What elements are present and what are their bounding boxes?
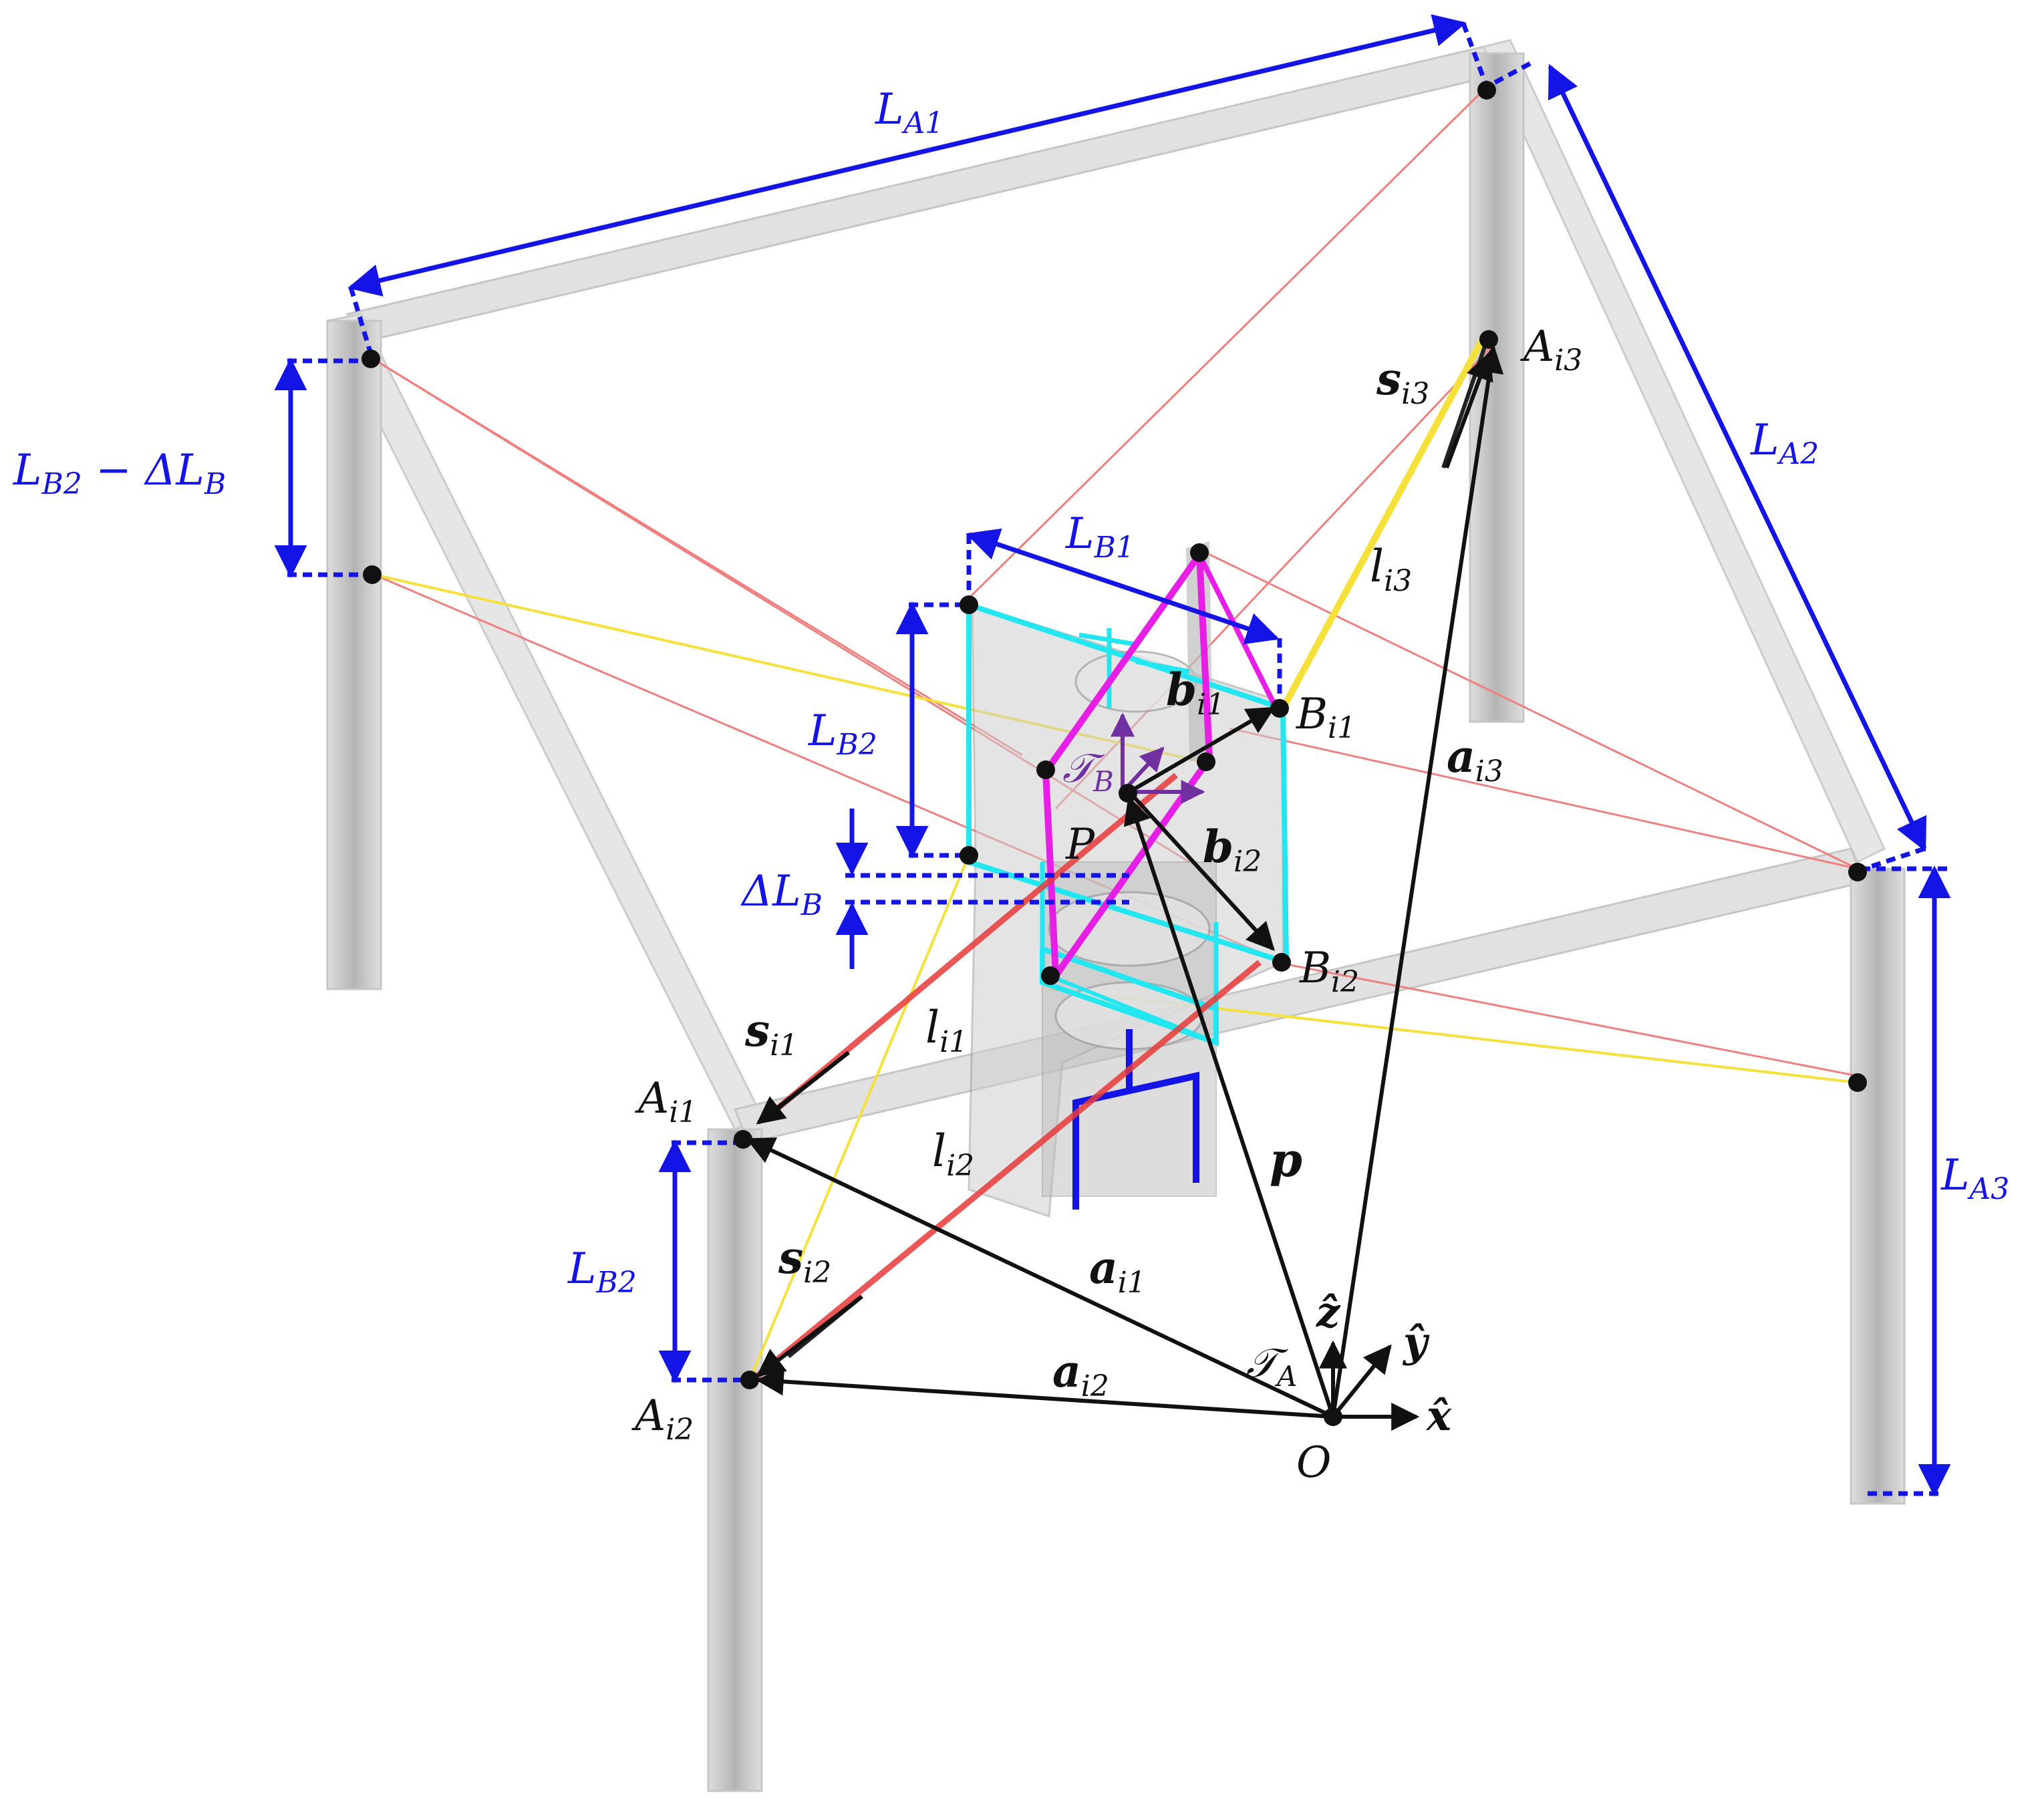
- label-vector-b-i2: bi2: [1203, 821, 1262, 879]
- point-platform: [960, 846, 978, 865]
- points: [361, 81, 1867, 1426]
- label-point-b-i1: Bi1: [1296, 690, 1356, 745]
- axis-y: [1331, 1344, 1392, 1418]
- la1-dimension: [347, 14, 1467, 297]
- label-vector-s-i2: si2: [778, 1232, 831, 1290]
- leg-back-left: [326, 319, 382, 990]
- leg-front-right: [1850, 867, 1906, 1505]
- label-la3: LA3: [1940, 1151, 2009, 1206]
- label-vector-a-i3: ai3: [1447, 730, 1503, 789]
- label-delta-lb: ΔLB: [740, 867, 823, 922]
- vector-a-i1: [746, 1137, 1334, 1419]
- dimensions: [274, 14, 1951, 1497]
- la1-extension: [348, 286, 374, 356]
- label-axis-y: ŷ: [1402, 1318, 1430, 1367]
- vector-p: [1123, 796, 1335, 1417]
- label-frame-tb: 𝒯B: [1062, 745, 1114, 798]
- vector-b-i1: [1128, 706, 1276, 794]
- label-la2: LA2: [1750, 416, 1819, 471]
- cable-yellow: [747, 855, 970, 1384]
- label-origin: O: [1296, 1438, 1331, 1488]
- cable-li2: [746, 960, 1262, 1386]
- label-vector-b-i1: bi1: [1166, 664, 1225, 722]
- point-mid-front-right: [1848, 1073, 1867, 1092]
- point-top-back-left: [361, 350, 380, 368]
- platform-disc: [1048, 891, 1211, 967]
- cable-red: [1229, 727, 1858, 870]
- label-la1: LA1: [875, 85, 943, 140]
- vector-s-i1: [756, 1051, 850, 1125]
- vector-s-i3: [1445, 352, 1493, 469]
- label-lb2-platform: LB2: [808, 706, 877, 762]
- vector-a-i3: [1331, 344, 1504, 1417]
- top-beam-front: [733, 847, 1866, 1144]
- gripper: [1072, 1071, 1199, 1210]
- label-point-p: P: [1065, 820, 1095, 869]
- label-point-a-i2: Ai2: [631, 1391, 694, 1447]
- label-lb2-minus-delta: LB2 − ΔLB: [13, 446, 226, 501]
- point-platform: [1036, 760, 1055, 779]
- point-b-i2: [1272, 953, 1291, 972]
- point-platform: [1197, 752, 1215, 771]
- top-beam-back: [345, 45, 1505, 342]
- point-top-back-right: [1477, 81, 1496, 100]
- end-effector: [966, 541, 1290, 1218]
- point-top-front-right: [1848, 863, 1867, 881]
- top-beam-right: [1481, 39, 1886, 864]
- label-lb2-left: LB2: [567, 1244, 637, 1300]
- point-b-i1: [1270, 699, 1289, 718]
- label-point-b-i2: Bi2: [1299, 944, 1359, 999]
- point-a-i3: [1479, 330, 1498, 349]
- platform-frame-cyan: [1135, 659, 1190, 674]
- leg-back-right: [1469, 52, 1525, 723]
- label-frame-ta: 𝒯A: [1246, 1340, 1297, 1393]
- point-platform: [1190, 543, 1209, 562]
- point-platform: [960, 595, 978, 614]
- cable-li3: [1280, 335, 1487, 710]
- label-cable-l-i1: li1: [925, 1002, 968, 1059]
- label-point-a-i3: Ai3: [1520, 322, 1582, 378]
- point-a-i1: [734, 1130, 752, 1149]
- label-vector-s-i1: si1: [744, 1004, 798, 1063]
- label-cable-l-i2: li2: [932, 1125, 974, 1183]
- lb1-dimension: [966, 528, 1280, 645]
- label-axis-z: ẑ: [1316, 1288, 1341, 1337]
- point-mid-back-left: [363, 565, 382, 584]
- labels: LA1 LA2 LA3 LB1 LB2 LB2 LB2 − ΔLB ΔLB Ai…: [13, 85, 2009, 1488]
- label-cable-l-i3: li3: [1370, 541, 1412, 598]
- label-axis-x: x̂: [1425, 1391, 1452, 1440]
- point-origin: [1324, 1407, 1342, 1426]
- label-vector-a-i1: ai1: [1089, 1242, 1146, 1300]
- point-a-i2: [740, 1371, 759, 1389]
- label-vector-p: p: [1270, 1132, 1302, 1188]
- point-p: [1119, 784, 1137, 803]
- label-vector-s-i3: si3: [1376, 353, 1429, 411]
- vector-a-i2: [755, 1367, 1334, 1419]
- leg-front-left: [707, 1128, 763, 1792]
- label-vector-a-i2: ai2: [1052, 1345, 1109, 1403]
- cable-red: [1276, 961, 1858, 1077]
- la2-dimension: [1548, 63, 1927, 852]
- cable-li1: [766, 773, 1178, 1119]
- label-lb1: LB1: [1065, 509, 1135, 565]
- point-platform: [1041, 966, 1060, 985]
- top-beam-left: [325, 313, 764, 1131]
- vector-b-i2: [1127, 790, 1275, 952]
- vector-s-i2: [756, 1294, 863, 1377]
- vectors: [746, 344, 1504, 1431]
- la2-extension: [1863, 846, 1926, 871]
- label-point-a-i1: Ai1: [635, 1074, 697, 1129]
